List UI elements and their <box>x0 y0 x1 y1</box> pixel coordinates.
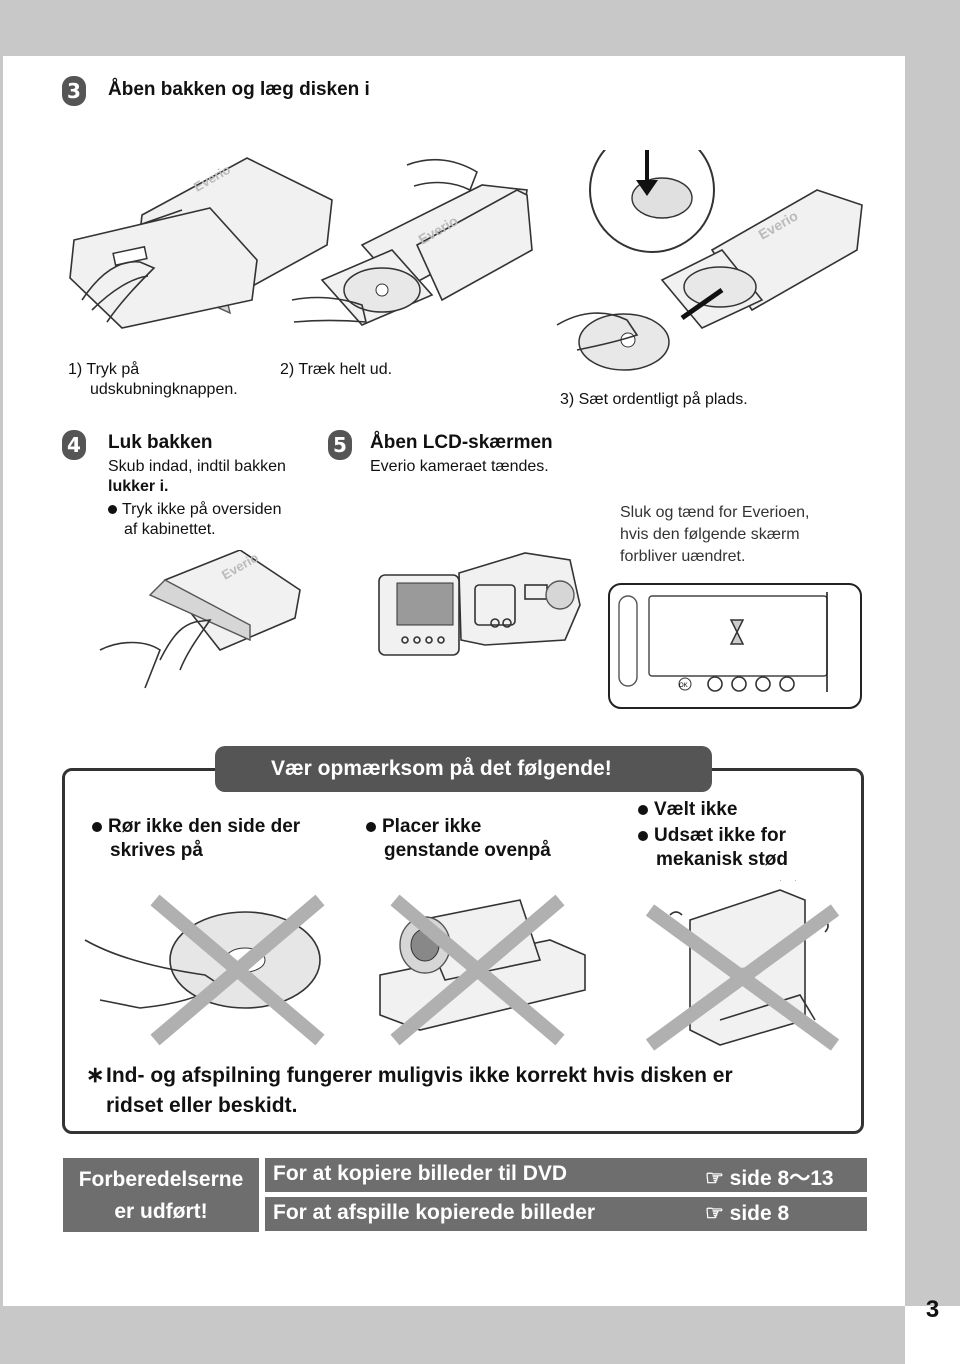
step-4-line1: Skub indad, indtil bakken <box>108 458 286 475</box>
warning-col2-line2: genstande ovenpå <box>384 840 551 861</box>
warning-col3-bullet2: Udsæt ikke for <box>638 824 786 848</box>
step-3-number: 3 <box>62 76 86 106</box>
step-4-bullet: Tryk ikke på oversiden <box>108 500 281 520</box>
bullet-icon <box>92 822 102 832</box>
nav-link-copy-dvd[interactable]: For at kopiere billeder til DVD ☞ side 8… <box>265 1158 867 1192</box>
step-3-sub2: 2) Træk helt ud. <box>280 361 393 378</box>
nav-link-copy-dvd-ref: ☞ side 8～13 <box>705 1167 834 1190</box>
drive-insert-disc-illustration: Everio <box>556 150 863 371</box>
warning-col3-bullet1: Vælt ikke <box>638 798 737 822</box>
step-5-note-line1: Sluk og tænd for Everioen, <box>620 504 810 521</box>
warning-col1-line2: skrives på <box>110 840 203 861</box>
step-5-line1: Everio kameraet tændes. <box>370 458 549 475</box>
standing-drive-illustration: Everio <box>645 880 840 1051</box>
left-band <box>0 56 3 1306</box>
warning-note-line1: Ind- og afspilning fungerer muligvis ikk… <box>106 1064 733 1087</box>
step-3-illustrations: Everio Everio Everio <box>69 150 863 371</box>
step-5-number: 5 <box>328 430 352 460</box>
step-4-illustration: Everio <box>99 550 301 689</box>
step-4-bullet-line2: af kabinettet. <box>124 521 216 538</box>
preparation-done-box: Forberedelserne er udført! <box>63 1158 259 1232</box>
preparation-done-line2: er udført! <box>114 1200 208 1223</box>
lcd-screen-illustration: OK <box>608 583 862 709</box>
nav-link-play-copied-label: For at afspille kopierede billeder <box>273 1201 596 1224</box>
step-4-number: 4 <box>62 430 86 460</box>
step-3-sub1-line2: udskubningknappen. <box>90 381 238 398</box>
ok-button-label: OK <box>679 683 688 689</box>
step-3-sub1-line1: 1) Tryk på <box>68 361 140 378</box>
preparation-done-line1: Forberedelserne <box>78 1168 244 1191</box>
step-4-title: Luk bakken <box>108 432 213 453</box>
warning-note-star: ∗ <box>86 1062 105 1087</box>
disc-touch-illustration <box>84 894 325 1046</box>
warning-note-line2: ridset eller beskidt. <box>106 1094 298 1117</box>
step-5-note-line2: hvis den følgende skærm <box>620 526 800 543</box>
top-band <box>0 0 960 56</box>
bullet-icon <box>366 822 376 832</box>
step-5-note-line3: forbliver uændret. <box>620 548 746 565</box>
drive-open-illustration: Everio <box>291 158 533 326</box>
warning-col1-line1: Rør ikke den side der <box>92 815 300 839</box>
camcorder-open-illustration <box>378 552 581 656</box>
nav-link-play-copied[interactable]: For at afspille kopierede billeder ☞ sid… <box>265 1197 867 1231</box>
object-on-drive-illustration <box>379 894 586 1046</box>
page-number: 3 <box>925 1296 940 1323</box>
warning-col2-line1: Placer ikke <box>366 815 481 839</box>
bottom-band <box>0 1306 905 1364</box>
step-3-sub3: 3) Sæt ordentligt på plads. <box>560 391 748 408</box>
hourglass-icon <box>729 619 745 645</box>
bullet-icon <box>638 805 648 815</box>
right-band <box>905 56 960 1306</box>
warning-col3-bullet2-line2: mekanisk stød <box>656 849 788 870</box>
warning-illustrations: Everio <box>84 880 840 1051</box>
warning-title: Vær opmærksom på det følgende! <box>215 746 712 792</box>
step-5-title: Åben LCD-skærmen <box>370 432 553 453</box>
nav-link-copy-dvd-label: For at kopiere billeder til DVD <box>273 1162 568 1185</box>
bullet-icon <box>108 505 117 514</box>
step-3-title: Åben bakken og læg disken i <box>108 79 370 100</box>
step-4-line2: lukker i. <box>108 478 169 495</box>
drive-eject-illustration: Everio <box>69 157 333 329</box>
bullet-icon <box>638 831 648 841</box>
nav-link-play-copied-ref: ☞ side 8 <box>705 1202 790 1225</box>
